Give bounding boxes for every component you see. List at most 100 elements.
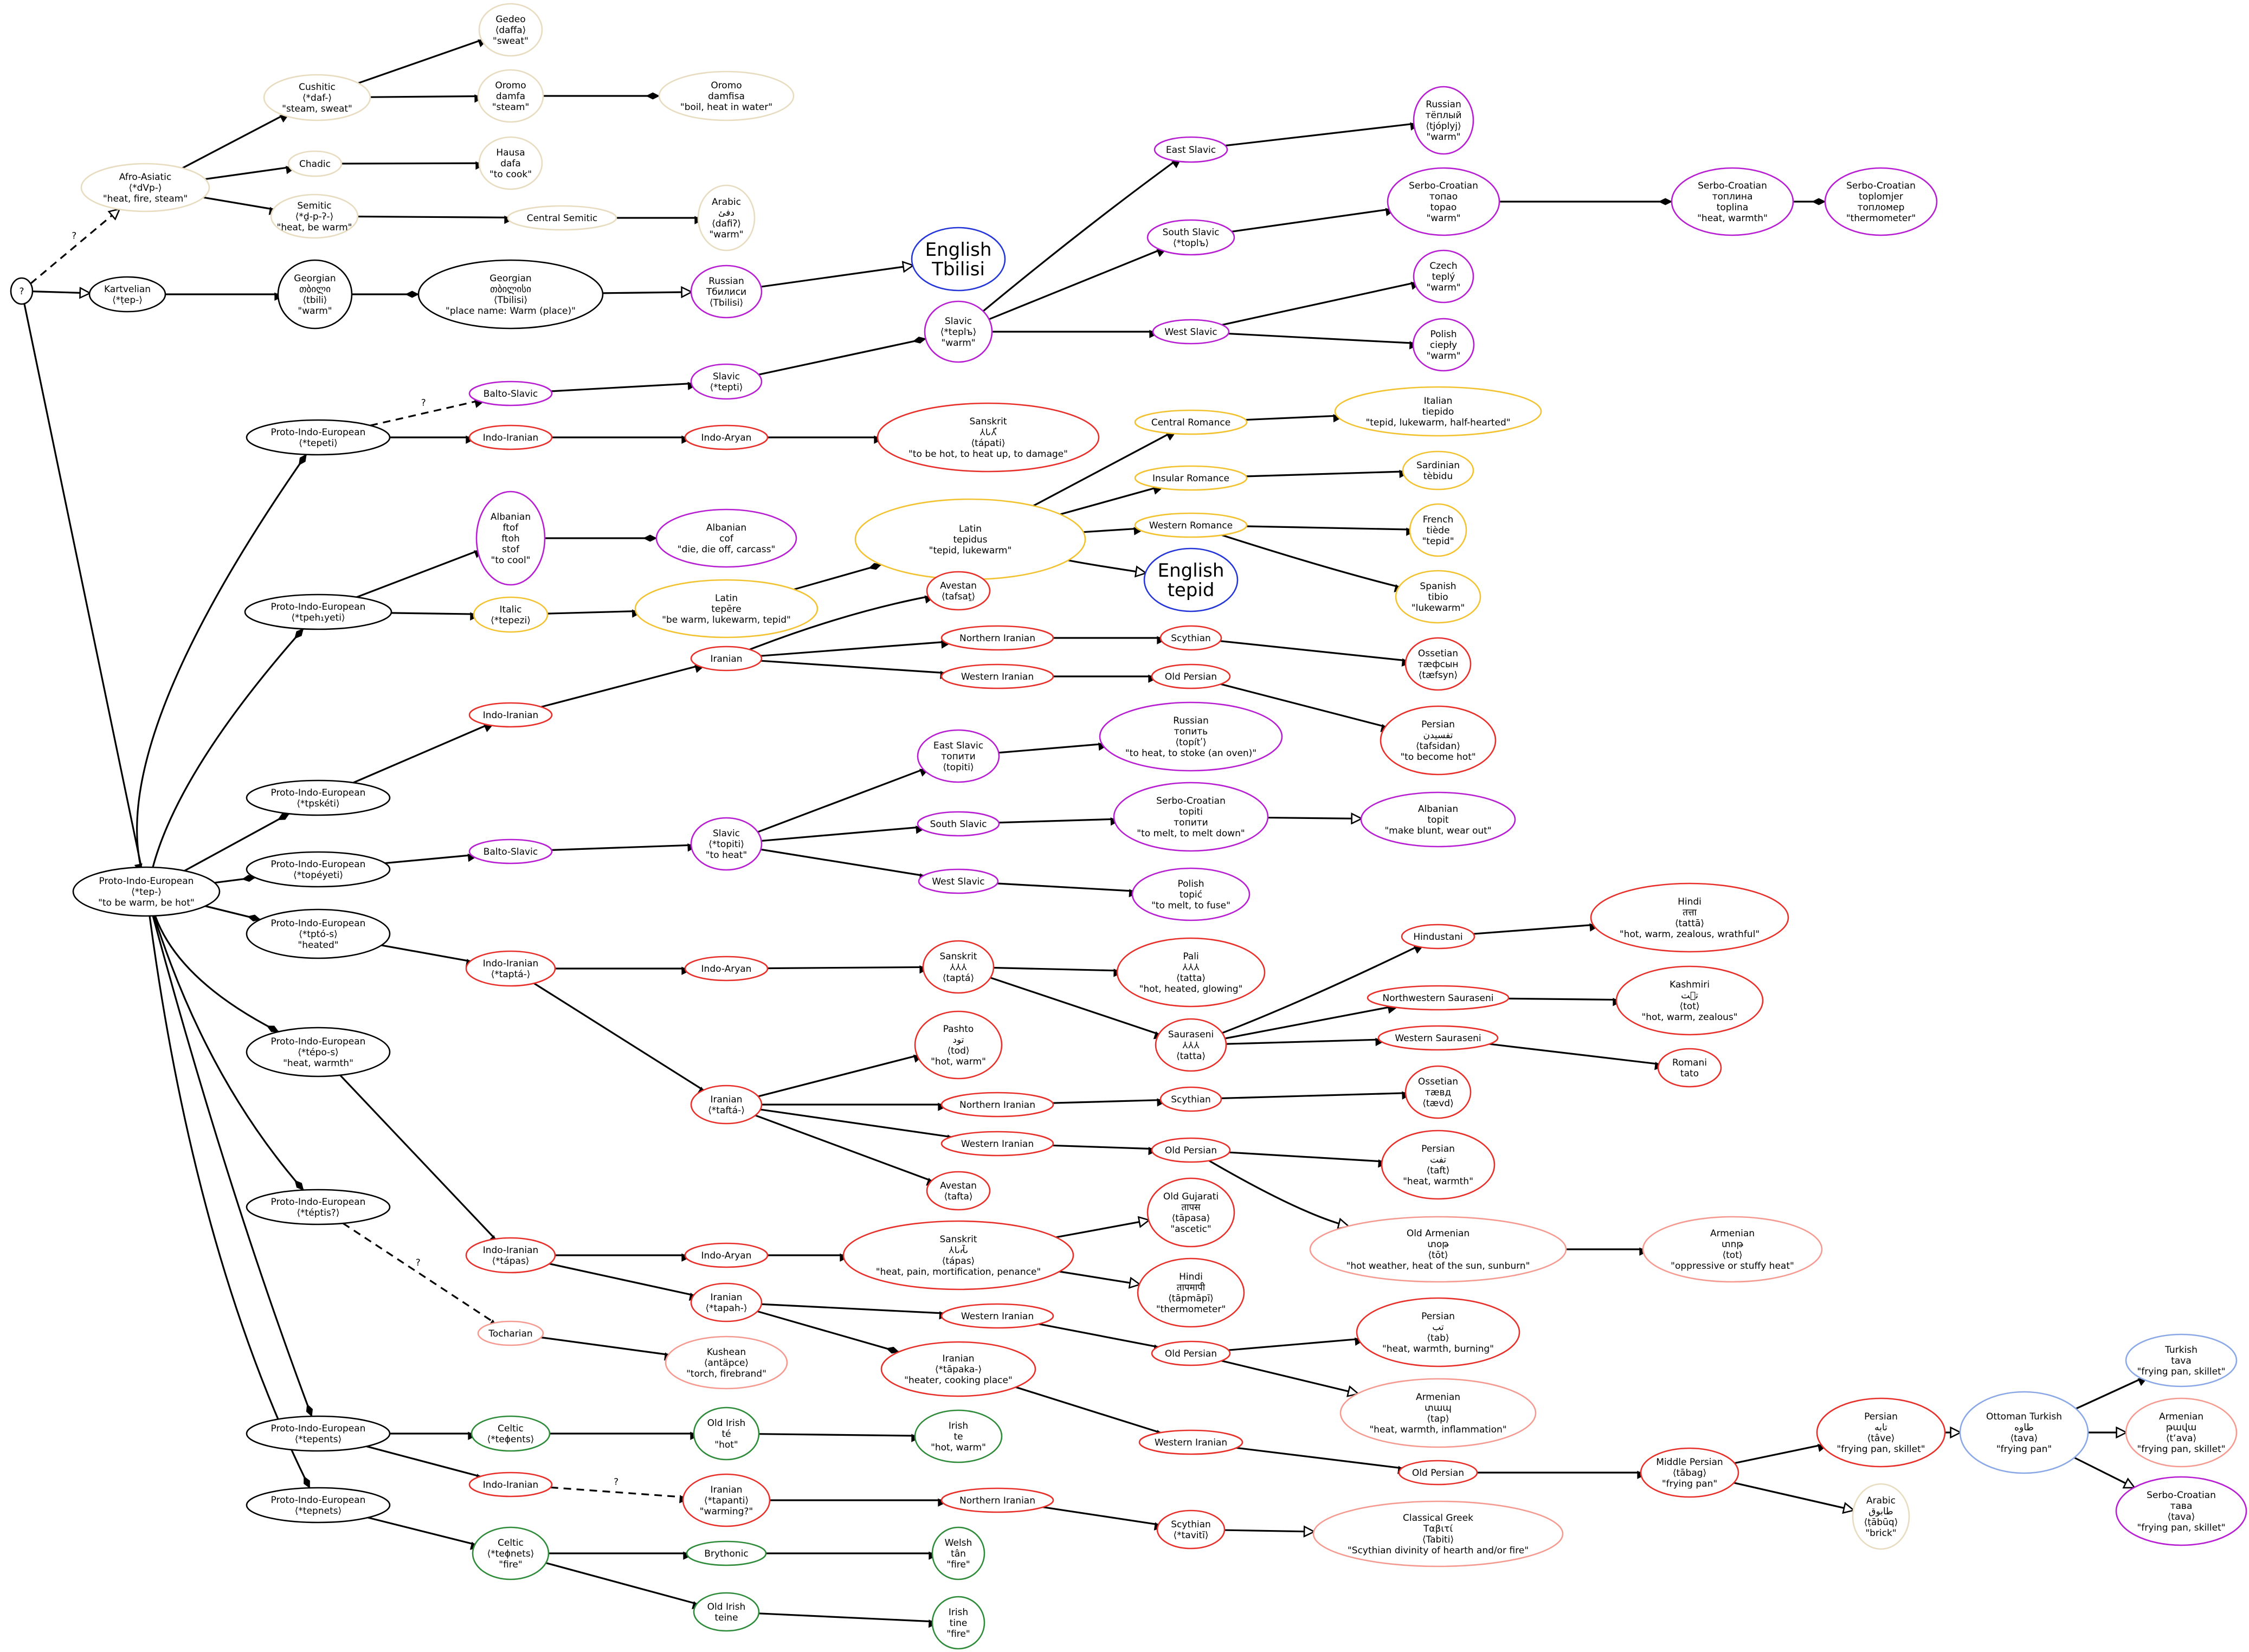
node-ellipse [1134,409,1248,435]
edge-wslav1-to-czech [1222,281,1420,326]
node-text-line: Old Irish [707,1602,746,1612]
node-text-line: "hot, warm, zealous" [1641,1012,1737,1023]
node-text-line: ⟨*daf-⟩ [302,93,332,104]
edge-pie_j-to-celtic_j [368,1517,479,1550]
node-pie-b: Proto-Indo-European⟨*tpeh₁yeti⟩ [244,593,392,630]
node-text-line: "frying pan, skillet" [1836,1444,1925,1455]
edge-indoir_c-to-iranian_c [541,664,704,708]
node-ellipse [477,69,544,123]
node-text-line: Old Persian [1412,1468,1464,1479]
node-ellipse [1312,1500,1564,1567]
node-indoir-a: Indo-Iranian [468,424,553,450]
node-text-line: Albanian [491,512,531,522]
node-ellipse [926,571,991,611]
node-ellipse [468,838,553,864]
node-text-line: ⟨*tepents⟩ [295,1434,341,1445]
node-brythonic: Brythonic [686,1540,767,1566]
edge-nwsaur-to-kashmiri [1508,997,1621,1006]
node-text-line: Indo-Aryan [701,433,752,443]
node-text-line: topiti [1179,806,1203,817]
edge-chadic-to-hausa [341,161,484,170]
node-text-line: Persian [1864,1411,1898,1422]
edge-iranian_f-to-iranian_g [757,1310,900,1354]
node-text-line: "fire" [946,1559,970,1570]
node-pie: Proto-Indo-European⟨*tep-⟩"to be warm, b… [72,866,221,917]
node-text-line: तापस [1181,1202,1201,1213]
edge-wir_e-to-oldpers_e [1052,1144,1157,1156]
node-text-line: Central Semitic [527,213,598,224]
node-wir-f: Western Iranian [940,1303,1054,1329]
node-text-line: Old Persian [1165,672,1217,682]
edge-latin2-to-eng_tepid [1068,559,1145,573]
node-ellipse [2125,1397,2238,1468]
node-text-line: Albanian [1418,804,1458,815]
node-text-line: Serbo-Croatian [2147,1490,2216,1501]
node-ellipse [940,625,1054,651]
node-ellipse [1131,867,1251,921]
edge-iromance-to-sardinian [1246,469,1408,479]
node-text-line: "warming?" [700,1506,753,1517]
node-ellipse [468,380,553,406]
node-text-line: "ascetic" [1170,1224,1211,1235]
node-text-line: Afro-Asiatic [119,172,171,183]
edge-label: ? [614,1476,618,1487]
node-text-line: Hausa [496,147,525,158]
node-text-line: stof [502,544,520,555]
node-text-line: Pali [1183,951,1198,962]
node-text-line: "heat, pain, mortification, penance" [876,1267,1041,1277]
node-nir-c: Northern Iranian [940,625,1054,651]
node-ellipse [917,811,1000,837]
edge-georg2-to-rus_tb [602,292,691,293]
edge-cromance-to-italian [1245,414,1342,423]
node-text-line: Old Irish [707,1418,746,1429]
node-ellipse [1339,1378,1537,1448]
node-indoir-f: Indo-Iranian⟨*tápas⟩ [465,1237,556,1274]
node-ellipse [1309,1216,1567,1283]
edge-skt_e-to-saur [990,977,1163,1040]
node-text-line: Sardinian [1416,460,1460,471]
node-ellipse [665,1335,788,1390]
edge-indoir_e-to-iranian_e [533,982,706,1095]
node-text-line: "hot weather, heat of the sun, sunburn" [1346,1261,1530,1272]
edge-indoir_i-to-iranian_i [550,1486,688,1503]
node-ellipse [684,956,769,982]
node-ellipse [1401,924,1475,950]
node-text-line: Gedeo [495,14,525,25]
node-ellipse [880,1341,1036,1397]
node-text-line: ⟨tafsaṯ⟩ [942,591,975,602]
node-text-line: ⟨*dVp-⟩ [128,183,162,193]
node-text-line: ⟨*tepnets⟩ [295,1506,341,1517]
node-wsaur: Western Sauraseni [1377,1025,1499,1051]
node-ellipse [1380,705,1497,776]
edge-iranian_c-to-wir_c [761,660,949,679]
node-text-line: Armenian [1416,1392,1460,1403]
node-text-line: ⟨Tbilisi⟩ [494,295,527,306]
node-text-line: Avestan [940,1180,977,1191]
node-ellipse [682,1473,771,1527]
node-ellipse [658,70,795,121]
node-root: ? [10,277,34,305]
node-text-line: ⟨*ṭep-⟩ [112,295,143,306]
node-oldpers-e: Old Persian [1151,1137,1231,1163]
node-text-line: ⟨tjóplyj⟩ [1426,121,1461,132]
node-text-line: ⟨tōt⟩ [1428,1250,1448,1261]
node-pie-e: Proto-Indo-European⟨*tptó-s⟩"heated" [246,908,391,959]
node-slavic-a: Slavic⟨*tepti⟩ [690,363,763,400]
node-text-line: "to melt, to melt down" [1137,828,1245,839]
node-text-line: Serbo-Croatian [1698,180,1767,191]
node-text-line: "heat, be warm" [277,222,352,233]
node-text-line: tato [1680,1068,1699,1079]
node-text-line: Avestan [940,580,977,591]
edge-oldpers_e-to-persian_e [1229,1151,1387,1168]
edge-wslav_d-to-pol_d [997,882,1138,898]
edge-pie-to-pie_i [152,915,313,1417]
